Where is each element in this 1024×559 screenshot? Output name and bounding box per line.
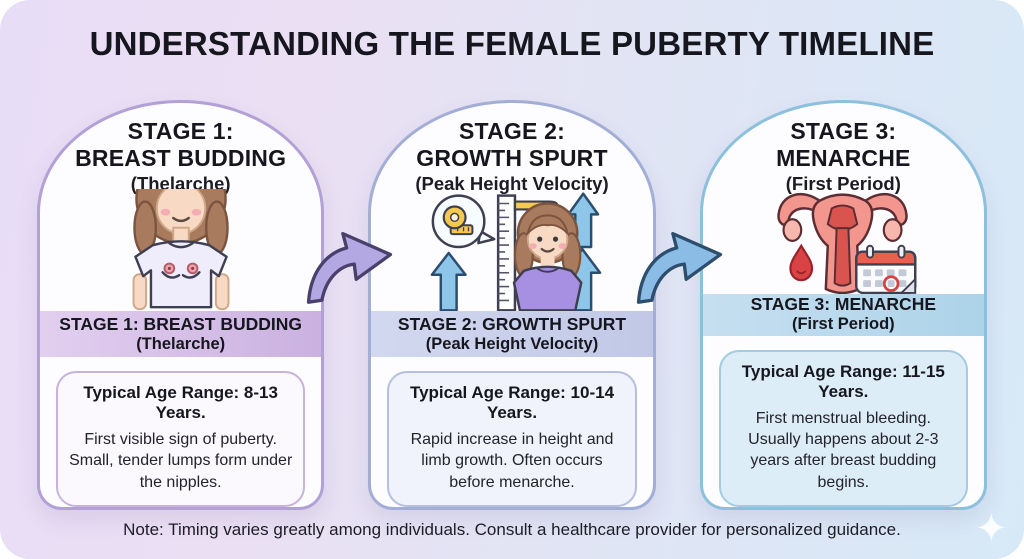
stage-cards-row: STAGE 1: BREAST BUDDING (Thelarche) (37, 100, 987, 510)
stage-2-description: Rapid increase in height and limb growth… (410, 431, 614, 491)
stage-3-heading-line1: STAGE 3: (790, 118, 897, 144)
stage-1-description: First visible sign of puberty. Small, te… (69, 431, 293, 491)
calendar-icon (855, 244, 917, 294)
stage-1-heading-line2: BREAST BUDDING (75, 144, 287, 171)
sparkle-icon: ✦ (974, 507, 1008, 551)
page-title: UNDERSTANDING THE FEMALE PUBERTY TIMELIN… (89, 25, 935, 62)
stage-3-card: STAGE 3: MENARCHE (First Period) (699, 100, 987, 510)
stage-2-banner: STAGE 2: GROWTH SPURT (Peak Height Veloc… (371, 310, 653, 358)
stage-2-heading-line2: GROWTH SPURT (416, 144, 608, 171)
stage-2-age-range: Typical Age Range: 10-14 Years. (409, 383, 615, 423)
stage-2-info: Typical Age Range: 10-14 Years. Rapid in… (371, 357, 652, 507)
stage-2-heading-line1: STAGE 2: (459, 118, 565, 144)
stage-1-info: Typical Age Range: 8-13 Years. First vis… (40, 357, 321, 507)
sparkle-icon: ✦ (964, 488, 978, 505)
stage-3-info-box: Typical Age Range: 11-15 Years. First me… (718, 349, 968, 507)
stage-1-banner: STAGE 1: BREAST BUDDING (Thelarche) (40, 310, 322, 358)
footer-note: Note: Timing varies greatly among indivi… (123, 520, 901, 539)
blood-drop-icon (789, 243, 814, 281)
stage-2-info-box: Typical Age Range: 10-14 Years. Rapid in… (387, 371, 637, 507)
curved-arrow-right-icon (306, 231, 393, 304)
stage-1-heading-line1: STAGE 1: (127, 118, 234, 144)
up-arrow-icon (430, 251, 467, 311)
stage-3-banner-line1: STAGE 3: MENARCHE (750, 294, 937, 315)
stage-3-description: First menstrual bleeding. Usually happen… (748, 409, 939, 491)
stage-3-info: Typical Age Range: 11-15 Years. First me… (703, 336, 984, 507)
curved-arrow-right-icon (636, 231, 723, 304)
stage-2-arch: STAGE 2: GROWTH SPURT (Peak Height Veloc… (371, 103, 652, 311)
stage-1-info-box: Typical Age Range: 8-13 Years. First vis… (56, 371, 306, 507)
stage-1-age-range: Typical Age Range: 8-13 Years. (83, 383, 278, 423)
stage-1-arch: STAGE 1: BREAST BUDDING (Thelarche) (40, 103, 321, 311)
stage-2-banner-line2: (Peak Height Velocity) (425, 334, 599, 353)
stage-3-banner: STAGE 3: MENARCHE (First Period) (702, 293, 984, 336)
ruler-girl-icon (430, 192, 602, 311)
menarche-illustration (703, 170, 984, 294)
stage-1-banner-line2: (Thelarche) (136, 334, 226, 353)
stage-2-card: STAGE 2: GROWTH SPURT (Peak Height Veloc… (368, 100, 656, 510)
stage-3-heading-line2: MENARCHE (776, 144, 911, 171)
stage-2-heading-subtitle: (Peak Height Velocity) (415, 173, 609, 195)
stage-2-banner-line1: STAGE 2: GROWTH SPURT (397, 313, 627, 334)
stage-3-age-range: Typical Age Range: 11-15 Years. (741, 361, 945, 401)
breast-budding-illustration (40, 187, 321, 311)
stage-1-card: STAGE 1: BREAST BUDDING (Thelarche) (37, 100, 325, 510)
stage-3-heading-subtitle: (First Period) (785, 173, 901, 195)
stage-3-banner-line2: (First Period) (791, 315, 895, 334)
girl-torso-icon (132, 188, 230, 310)
stage-3-arch: STAGE 3: MENARCHE (First Period) (703, 103, 984, 294)
uterus-icon (777, 192, 917, 294)
growth-spurt-illustration (371, 187, 652, 311)
stage-1-banner-line1: STAGE 1: BREAST BUDDING (59, 313, 303, 334)
